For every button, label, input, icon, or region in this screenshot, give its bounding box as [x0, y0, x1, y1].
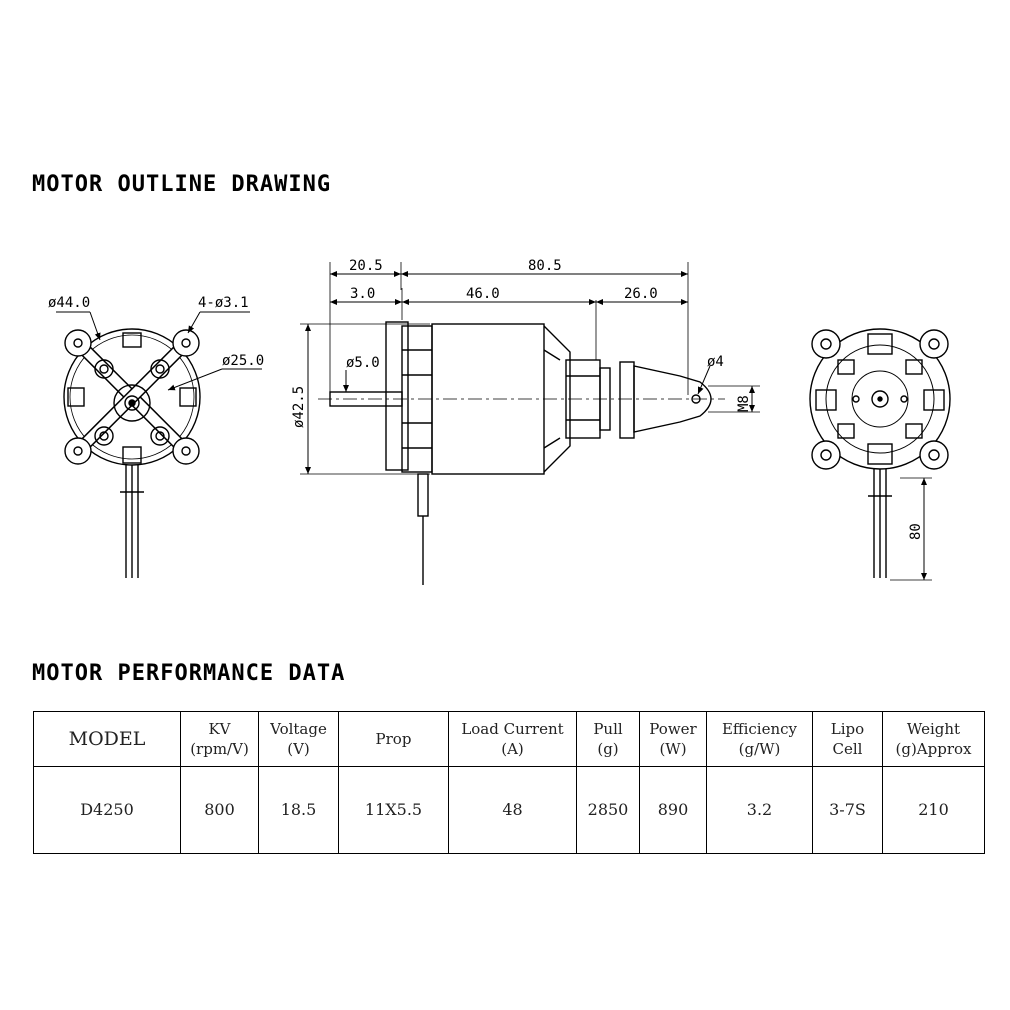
- dim-total-length: 80.5: [528, 258, 562, 274]
- performance-data-title: MOTOR PERFORMANCE DATA: [32, 661, 346, 686]
- header-prop: Prop: [338, 711, 449, 767]
- cell-lipo-cell: 3-7S: [812, 766, 883, 854]
- side-view: [300, 262, 760, 585]
- header-power: Power(W): [639, 711, 707, 767]
- cell-power: 890: [639, 766, 707, 854]
- dim-body-length: 46.0: [466, 286, 500, 302]
- cell-pull: 2850: [576, 766, 640, 854]
- dim-adapter-hole: ø4: [707, 354, 724, 370]
- cell-prop: 11X5.5: [338, 766, 449, 854]
- front-view: [56, 311, 262, 578]
- front-view-cross-mount: [73, 338, 191, 456]
- dim-mount-holes: 4-ø3.1: [198, 295, 249, 311]
- dim-prop-adapter-length: 26.0: [624, 286, 658, 302]
- header-kv: KV(rpm/V): [180, 711, 259, 767]
- cell-load-current: 48: [448, 766, 577, 854]
- cell-efficiency: 3.2: [706, 766, 813, 854]
- dim-shaft-extension: 3.0: [350, 286, 375, 302]
- header-pull: Pull(g): [576, 711, 640, 767]
- header-load-current: Load Current(A): [448, 711, 577, 767]
- table-row: D4250 800 18.5 11X5.5 48 2850 890 3.2 3-…: [33, 766, 985, 854]
- header-voltage: Voltage(V): [258, 711, 339, 767]
- dim-thread: M8: [736, 395, 752, 412]
- outline-drawing-title: MOTOR OUTLINE DRAWING: [32, 172, 332, 197]
- cell-voltage: 18.5: [258, 766, 339, 854]
- rear-view: [809, 328, 951, 581]
- cell-model: D4250: [33, 766, 181, 854]
- header-weight: Weight(g)Approx: [882, 711, 985, 767]
- cell-kv: 800: [180, 766, 259, 854]
- cell-weight: 210: [882, 766, 985, 854]
- dim-shaft-diameter: ø5.0: [346, 355, 380, 371]
- dim-mount-circle: ø25.0: [222, 353, 264, 369]
- table-header-row: MODEL KV(rpm/V) Voltage(V) Prop Load Cur…: [33, 711, 985, 767]
- dim-front-diameter: ø44.0: [48, 295, 90, 311]
- performance-table: MODEL KV(rpm/V) Voltage(V) Prop Load Cur…: [33, 711, 985, 854]
- header-efficiency: Efficiency(g/W): [706, 711, 813, 767]
- dim-front-offset: 20.5: [349, 258, 383, 274]
- dim-wire-length: 80: [908, 523, 924, 540]
- dim-body-diameter: ø42.5: [291, 386, 307, 428]
- header-model: MODEL: [33, 711, 181, 767]
